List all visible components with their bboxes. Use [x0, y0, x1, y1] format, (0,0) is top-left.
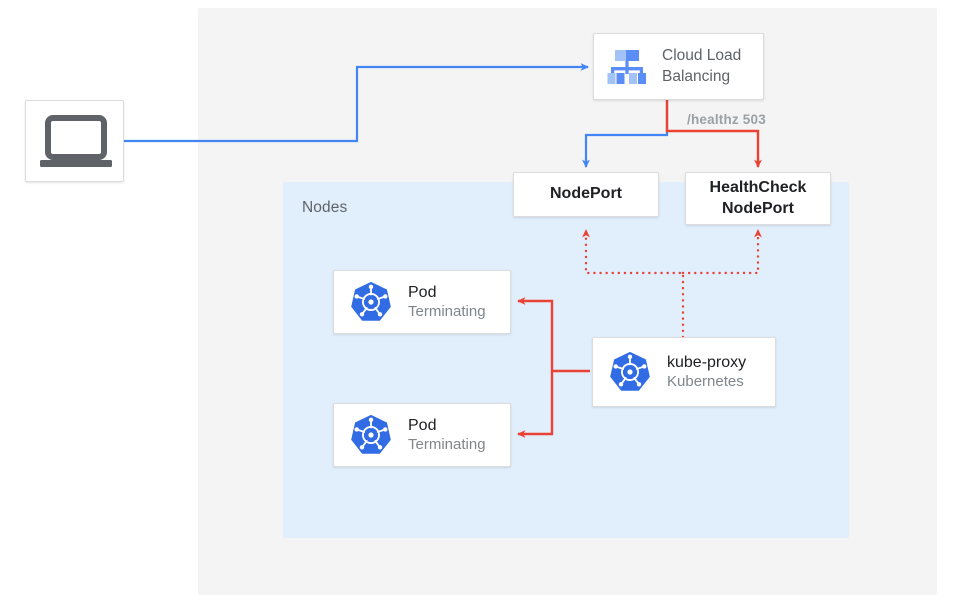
cloud-load-balancing-label: Cloud Load Balancing: [662, 47, 742, 85]
kube-proxy-subtitle: Kubernetes: [667, 372, 744, 390]
nodeport-card: NodePort: [513, 172, 659, 217]
pod-card-2: Pod Terminating: [333, 403, 511, 467]
healthcheck-nodeport-card: HealthCheck NodePort: [685, 172, 831, 225]
pod-text-1: Pod Terminating: [408, 283, 486, 322]
pod-title-1: Pod: [408, 283, 437, 301]
wire-kubeproxy-to-nodeport-dotted: [582, 228, 685, 339]
client-host-card: [25, 100, 124, 182]
kubernetes-icon: [351, 281, 391, 321]
wire-kubeproxy-to-pod-1: [517, 297, 590, 373]
wire-kubeproxy-to-pod-2: [517, 371, 554, 438]
kubernetes-icon: [610, 351, 650, 391]
healthcheck-nodeport-label: HealthCheck NodePort: [709, 179, 807, 217]
cloud-load-balancing-icon: [607, 49, 646, 84]
nodeport-label: NodePort: [550, 185, 622, 203]
nodes-panel-label: Nodes: [302, 199, 348, 216]
pod-card-1: Pod Terminating: [333, 270, 511, 334]
wire-client-to-loadbalancer: [124, 63, 589, 143]
pod-title-2: Pod: [408, 416, 437, 434]
cloud-load-balancing-card: Cloud Load Balancing: [593, 33, 764, 100]
wire-loadbalancer-to-nodeport: [582, 100, 669, 168]
wire-kubeproxy-to-healthcheck-nodeport-dotted: [681, 228, 762, 275]
kube-proxy-text: kube-proxy Kubernetes: [667, 353, 746, 392]
laptop-icon: [40, 115, 112, 167]
kube-proxy-card: kube-proxy Kubernetes: [592, 337, 776, 407]
kube-proxy-title: kube-proxy: [667, 353, 747, 371]
healthz-status-label: /healthz 503: [687, 112, 766, 127]
pod-text-2: Pod Terminating: [408, 416, 486, 455]
pod-status-2: Terminating: [408, 435, 486, 453]
pod-status-1: Terminating: [408, 302, 486, 320]
kubernetes-icon: [351, 414, 391, 454]
wire-loadbalancer-to-healthcheck-nodeport: [665, 100, 762, 168]
